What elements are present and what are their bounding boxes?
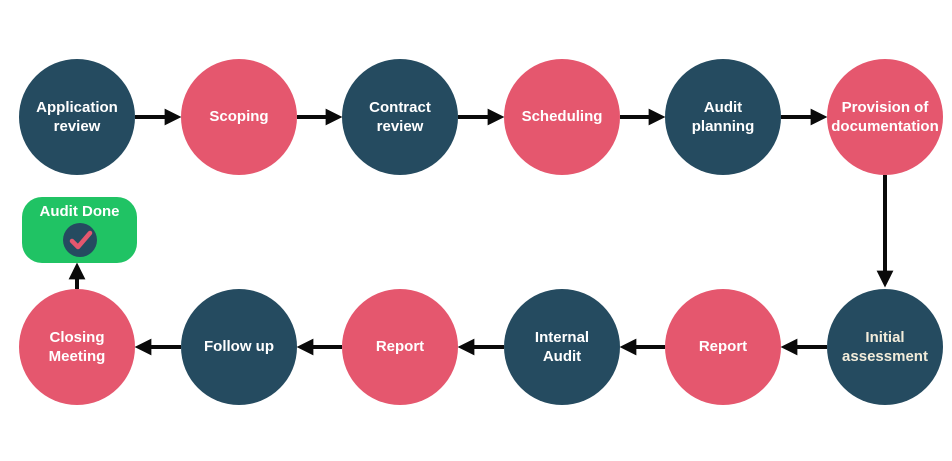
node-audit-done: Audit Done	[22, 197, 137, 263]
node-label: Application review	[36, 98, 118, 136]
check-icon	[62, 222, 97, 257]
node-label: Internal Audit	[534, 328, 590, 366]
node-report-after-internal-audit: Report	[342, 289, 458, 405]
node-scheduling: Scheduling	[504, 59, 620, 175]
node-label: Audit planning	[691, 98, 755, 136]
node-application-review: Application review	[19, 59, 135, 175]
node-initial-assessment: Initial assessment	[827, 289, 943, 405]
node-label: Follow up	[204, 338, 274, 356]
node-closing-meeting: Closing Meeting	[19, 289, 135, 405]
audit-done-label: Audit Done	[39, 203, 120, 221]
node-contract-review: Contract review	[342, 59, 458, 175]
node-internal-audit: Internal Audit	[504, 289, 620, 405]
node-label: Initial assessment	[842, 328, 928, 366]
node-label: Provision of documentation	[831, 98, 939, 136]
node-label: Report	[375, 338, 425, 356]
node-label: Report	[698, 338, 748, 356]
node-provision-of-documentation: Provision of documentation	[827, 59, 943, 175]
node-label: Scheduling	[521, 108, 603, 126]
node-label: Contract review	[369, 98, 431, 136]
node-label: Scoping	[209, 108, 269, 126]
node-report-after-assessment: Report	[665, 289, 781, 405]
node-label: Closing Meeting	[48, 328, 106, 366]
node-follow-up: Follow up	[181, 289, 297, 405]
node-audit-planning: Audit planning	[665, 59, 781, 175]
node-scoping: Scoping	[181, 59, 297, 175]
